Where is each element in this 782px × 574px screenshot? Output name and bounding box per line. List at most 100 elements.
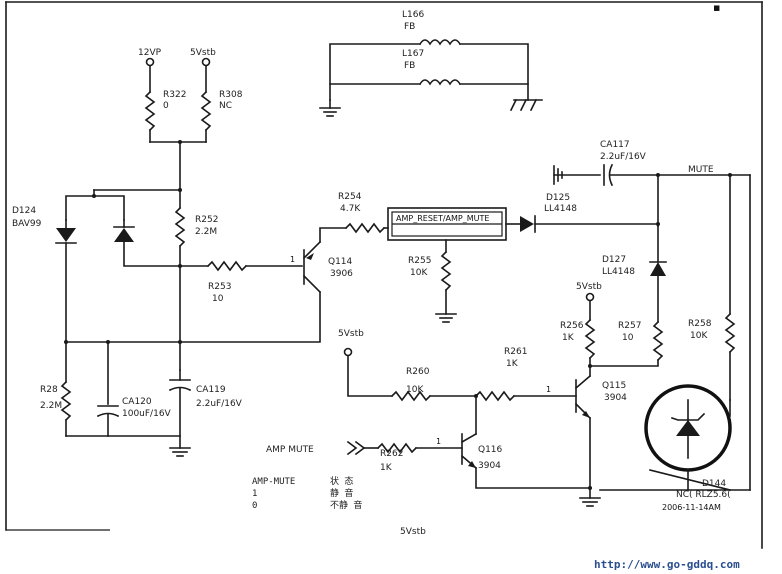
resistor-r254-block: R254 4.7K bbox=[338, 192, 389, 234]
ground-q115 bbox=[579, 497, 601, 507]
resistor-r252 bbox=[174, 206, 186, 248]
l167-value: FB bbox=[404, 61, 415, 71]
transistor-q116: Q116 3904 bbox=[460, 432, 592, 490]
r258-ref: R258 bbox=[688, 319, 712, 329]
resistor-r254 bbox=[344, 222, 386, 234]
supply-rail-top: 12VP 5Vstb R322 0 R308 NC bbox=[138, 48, 243, 209]
supply-5vstb-label: 5Vstb bbox=[190, 48, 216, 58]
r254-value: 4.7K bbox=[340, 204, 361, 214]
d124-value: BAV99 bbox=[12, 219, 42, 229]
q116-ref: Q116 bbox=[478, 445, 503, 455]
watermark-url: http://www.go-gddq.com bbox=[594, 558, 740, 571]
r252-ref: R252 bbox=[195, 215, 218, 225]
schematic-frame bbox=[5, 1, 763, 549]
table-row2-input: 0 bbox=[252, 501, 257, 511]
table-row2-state: 不静 音 bbox=[330, 499, 362, 511]
amp-reset-label: AMP_RESET/AMP_MUTE bbox=[396, 214, 489, 223]
diode-d124: D124 BAV99 bbox=[12, 188, 182, 343]
net-amp-mute-label: AMP MUTE bbox=[266, 445, 314, 455]
transistor-q114: Q114 3906 bbox=[64, 227, 353, 344]
diode-d127: D127 LL4148 bbox=[602, 223, 667, 323]
resistor-r258 bbox=[724, 312, 736, 354]
l166-ref: L166 bbox=[402, 10, 424, 20]
d124-ref: D124 bbox=[12, 206, 36, 216]
ca119-value: 2.2uF/16V bbox=[196, 399, 243, 409]
r260-ref: R260 bbox=[406, 367, 430, 377]
resistor-r322 bbox=[144, 90, 156, 132]
ca120-value: 100uF/16V bbox=[122, 409, 172, 419]
supply-12vp-label: 12VP bbox=[138, 48, 162, 58]
q115-ref: Q115 bbox=[602, 381, 626, 391]
resistor-r253-block: R253 10 1 bbox=[179, 255, 303, 304]
ca117-ref: CA117 bbox=[600, 140, 630, 150]
r260-r261-network: 5Vstb R260 10K R261 1K bbox=[338, 329, 577, 435]
r258-value: 10K bbox=[690, 331, 708, 341]
net-mute-label: MUTE bbox=[688, 165, 714, 175]
supply-5vstb-r260-label: 5Vstb bbox=[338, 329, 364, 339]
resistor-r261 bbox=[474, 390, 516, 402]
d125-ref: D125 bbox=[546, 193, 570, 203]
q114-ref: Q114 bbox=[328, 257, 353, 267]
table-row1-input: 1 bbox=[252, 489, 257, 499]
l166-value: FB bbox=[404, 22, 415, 32]
ca117-value: 2.2uF/16V bbox=[600, 152, 647, 162]
resistor-r260 bbox=[390, 390, 432, 402]
r322-ref: R322 bbox=[163, 90, 186, 100]
left-rc-network: R28 2.2M CA120 100uF/16V CA119 2.2uF/16V bbox=[40, 340, 243, 457]
zener-d144: D144 NC( RLZ5.6( 2006-11-14AM bbox=[599, 384, 751, 512]
r255-ref: R255 bbox=[408, 256, 431, 266]
r308-ref: R308 bbox=[219, 90, 243, 100]
mute-output-block: CA117 2.2uF/16V MUTE D125 LL4148 bbox=[544, 140, 751, 491]
resistor-r258-block: R258 10K bbox=[688, 174, 736, 401]
supply-5vstb-r260-terminal bbox=[343, 347, 353, 357]
r252-value: 2.2M bbox=[195, 227, 217, 237]
date-stamp: 2006-11-14AM bbox=[662, 503, 721, 512]
supply-5vstb-q115-terminal bbox=[585, 292, 595, 302]
d127-ref: D127 bbox=[602, 255, 626, 265]
d125-value: LL4148 bbox=[544, 204, 577, 214]
r257-value: 10 bbox=[622, 333, 634, 343]
resistor-r28x bbox=[60, 380, 72, 422]
r260-value: 10K bbox=[406, 385, 424, 395]
resistor-r256 bbox=[584, 318, 596, 360]
q115-value: 3904 bbox=[604, 393, 627, 403]
transistor-q115: Q115 3904 1 bbox=[546, 374, 627, 499]
ca119-ref: CA119 bbox=[196, 385, 226, 395]
r28x-value: 2.2M bbox=[40, 401, 62, 411]
table-header-amp-mute: AMP-MUTE bbox=[252, 477, 295, 487]
amp-mute-input: AMP MUTE R262 1K 1 bbox=[266, 437, 463, 473]
r322-value: 0 bbox=[163, 101, 169, 111]
d144-ref: D144 bbox=[702, 479, 726, 489]
r253-ref: R253 bbox=[208, 282, 231, 292]
ferrite-bead-block: L166 FB L167 FB bbox=[319, 10, 543, 117]
corner-mark: ▪ bbox=[713, 1, 720, 14]
r253-value: 10 bbox=[212, 294, 224, 304]
table-row1-state: 静 音 bbox=[330, 487, 353, 499]
resistor-r255 bbox=[440, 250, 452, 292]
q115-base-pin: 1 bbox=[546, 385, 551, 394]
input-chevron-icon bbox=[346, 440, 358, 456]
amp-reset-module: AMP_RESET/AMP_MUTE R255 10K bbox=[387, 207, 660, 323]
r257-ref: R257 bbox=[618, 321, 641, 331]
table-header-state: 状 态 bbox=[330, 475, 353, 487]
q116-base-pin: 1 bbox=[436, 437, 441, 446]
l167-ref: L167 bbox=[402, 49, 424, 59]
supply-5vstb-q115-label: 5Vstb bbox=[576, 282, 602, 292]
supply-12vp-terminal bbox=[145, 57, 155, 67]
supply-5vstb-terminal bbox=[201, 57, 211, 67]
r256-value: 1K bbox=[562, 333, 575, 343]
inductor-l166 bbox=[418, 39, 462, 46]
resistor-r253 bbox=[206, 260, 248, 272]
resistor-r257-block: R257 10 bbox=[589, 320, 664, 367]
r255-value: 10K bbox=[410, 268, 428, 278]
d127-value: LL4148 bbox=[602, 267, 635, 277]
d144-value: NC( RLZ5.6( bbox=[676, 490, 731, 500]
q114-base-pin: 1 bbox=[290, 255, 295, 264]
q116-value: 3904 bbox=[478, 461, 501, 471]
resistor-r262 bbox=[376, 442, 418, 454]
resistor-r308 bbox=[200, 90, 212, 132]
ca120-ref: CA120 bbox=[122, 397, 152, 407]
r28x-ref: R28 bbox=[40, 385, 58, 395]
q114-value: 3906 bbox=[330, 269, 353, 279]
